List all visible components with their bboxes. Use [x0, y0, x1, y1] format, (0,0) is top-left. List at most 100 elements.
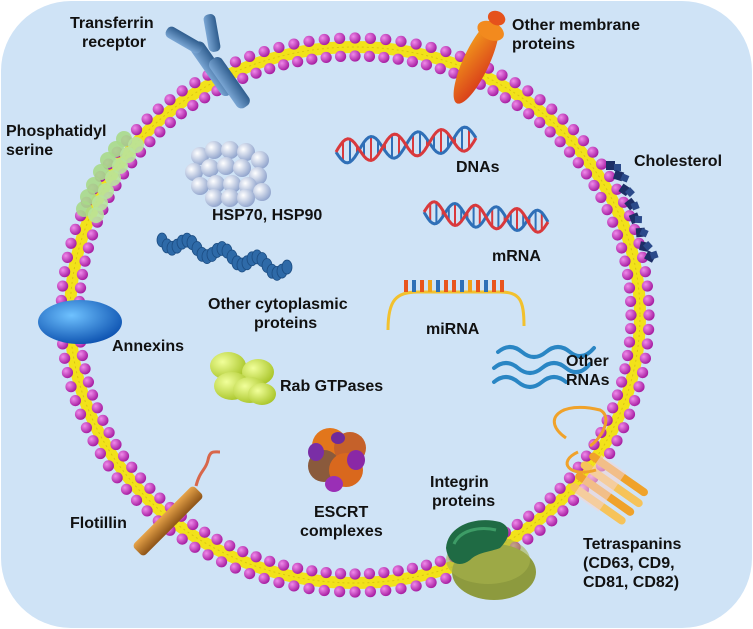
- lipid-head: [611, 389, 624, 401]
- hsp-bead: [251, 151, 269, 169]
- lipid-head: [69, 223, 81, 236]
- lipid-tail-lines: [69, 46, 641, 584]
- lipid-head: [292, 562, 304, 574]
- lipid-head: [152, 103, 164, 115]
- lipid-head: [623, 282, 636, 294]
- hsp-bead: [205, 189, 223, 207]
- hsp-bead: [191, 177, 209, 195]
- lipid-head: [277, 59, 290, 71]
- lipid-head: [277, 559, 290, 571]
- lipid-head: [425, 41, 437, 54]
- lipid-head: [625, 295, 637, 308]
- lipid-head: [189, 541, 201, 553]
- lipid-head: [65, 237, 77, 249]
- lipid-head: [141, 505, 153, 517]
- lipid-head: [434, 555, 446, 567]
- lipid-head: [420, 59, 433, 71]
- cholesterol-icon: [606, 161, 659, 263]
- lipid-head: [544, 126, 556, 138]
- lipid-head: [623, 408, 636, 420]
- lipid-head: [601, 204, 613, 216]
- rab-gtpase-icon: [210, 352, 276, 405]
- ps-bead: [105, 170, 121, 186]
- mirna-base: [484, 280, 488, 292]
- lipid-head: [110, 438, 122, 451]
- lipid-head: [189, 77, 201, 89]
- lipid-head: [523, 510, 535, 522]
- lipid-head: [363, 568, 376, 580]
- tetraspanin-icon: [552, 405, 648, 525]
- transferrin-receptor-icon: [165, 14, 250, 109]
- hsp-bead: [223, 175, 241, 193]
- lipid-head: [111, 472, 123, 484]
- lipid-head: [546, 515, 558, 527]
- lipid-head: [604, 170, 616, 183]
- label-tetraspanins: Tetraspanins (CD63, CD9, CD81, CD82): [583, 536, 682, 591]
- lipid-head: [580, 168, 593, 180]
- lipid-head: [141, 113, 153, 125]
- lipid-head: [534, 116, 546, 129]
- mirna-base: [420, 280, 424, 292]
- lipid-head: [76, 349, 88, 362]
- helix-strand: [422, 200, 550, 234]
- lipid-head: [595, 191, 607, 204]
- lipid-head: [306, 53, 318, 65]
- helix-strand: [334, 127, 478, 163]
- lipid-head: [636, 366, 649, 379]
- lipid-head: [334, 50, 347, 62]
- lipid-head: [250, 67, 262, 79]
- cholesterol-ring: [642, 240, 653, 251]
- lipid-head: [57, 280, 69, 292]
- mirna-base: [436, 280, 440, 292]
- lipid-head: [440, 572, 452, 585]
- hsp-bead: [221, 141, 239, 159]
- mirna-base: [404, 280, 408, 292]
- mirna-icon: [386, 280, 526, 331]
- lipid-head: [625, 322, 637, 335]
- lipid-head: [622, 268, 634, 281]
- lipid-head: [563, 472, 576, 484]
- lipid-head: [554, 482, 566, 494]
- lipid-head: [636, 251, 649, 264]
- hsp-bead: [205, 141, 223, 159]
- lipid-head: [642, 294, 655, 307]
- hsp-bead: [221, 189, 239, 207]
- lipid-head: [144, 482, 156, 494]
- lipid-head: [557, 113, 569, 125]
- flotillin-icon: [133, 450, 221, 556]
- lipid-head: [86, 389, 99, 401]
- lipid-head: [175, 108, 187, 120]
- escrt-complex-icon: [308, 428, 366, 492]
- lipid-head: [86, 229, 99, 241]
- lipid-head: [410, 38, 422, 50]
- lipid-head: [378, 566, 390, 579]
- ps-bead: [112, 158, 128, 174]
- cholesterol-ring: [634, 215, 643, 224]
- lipid-head: [448, 67, 460, 79]
- lipid-head: [557, 505, 569, 517]
- label-flotillin: Flotillin: [70, 515, 127, 532]
- lipid-head: [639, 352, 651, 364]
- lipid-head: [523, 108, 535, 120]
- lipid-head: [611, 229, 624, 241]
- lipid-head: [563, 146, 576, 158]
- integrin-icon: [446, 520, 536, 600]
- lipid-head: [164, 116, 176, 129]
- lipid-head: [134, 472, 147, 484]
- lipid-head: [154, 126, 166, 138]
- lipid-head: [420, 559, 433, 571]
- lipid-head: [363, 50, 376, 62]
- lipid-head: [587, 146, 599, 158]
- lipid-head: [130, 494, 143, 506]
- other-rna-icon: [492, 345, 596, 389]
- mirna-base: [500, 280, 504, 292]
- cytoplasmic-protein-chain-icon: [156, 232, 293, 281]
- lipid-head: [264, 63, 276, 75]
- label-mrna: mRNA: [492, 248, 541, 265]
- lipid-head: [623, 336, 636, 348]
- lipid-head: [244, 50, 256, 62]
- hsp-bead: [191, 147, 209, 165]
- hsp-bead: [253, 183, 271, 201]
- lipid-head: [349, 32, 361, 44]
- lipid-head: [380, 584, 392, 597]
